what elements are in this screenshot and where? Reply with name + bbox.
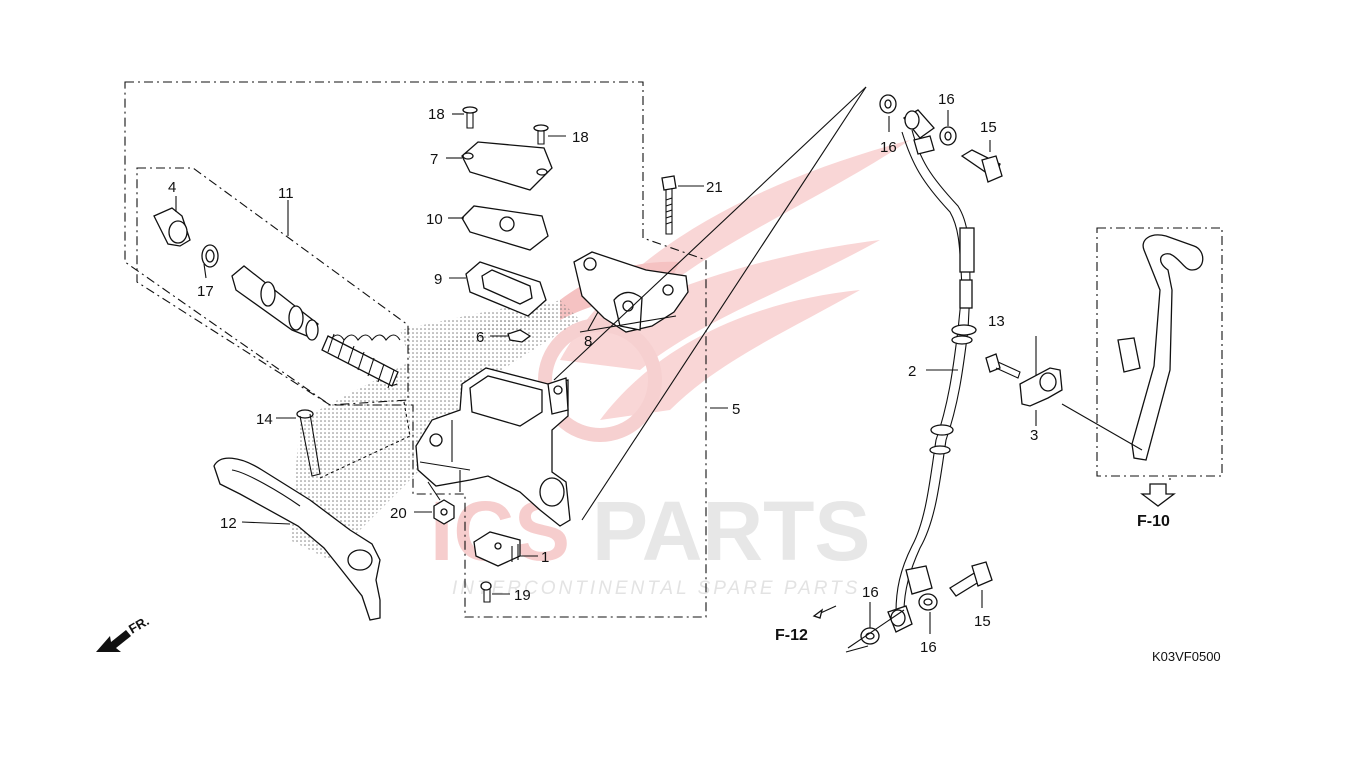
part-spring (321, 333, 401, 389)
callout-7: 7 (430, 151, 438, 168)
callout-10: 10 (426, 211, 443, 228)
front-direction-label: FR. (126, 613, 152, 636)
assembly-box-11 (136, 167, 409, 406)
part-oil-bolt-15a (960, 149, 1003, 183)
callout-14: 14 (256, 411, 273, 428)
callout-8: 8 (584, 333, 592, 350)
watermark-tagline: INTERCONTINENTAL SPARE PARTS (452, 578, 860, 599)
diagram-code: K03VF0500 (1152, 649, 1221, 664)
callout-labels: 4 17 11 18 18 7 10 9 6 8 21 5 14 20 12 1… (168, 91, 1038, 656)
callout-15a: 15 (980, 119, 997, 136)
part-reservoir-cap (461, 141, 553, 191)
callout-18a: 18 (428, 106, 445, 123)
callout-19: 19 (514, 587, 531, 604)
watermark-brand-suffix: PARTS (592, 484, 870, 578)
callout-15b: 15 (974, 613, 991, 630)
part-banjo-upper (903, 109, 935, 139)
part-float (507, 329, 532, 343)
callout-6: 6 (476, 329, 484, 346)
part-master-cylinder-body (415, 367, 571, 527)
callout-21: 21 (706, 179, 723, 196)
part-brake-lever (213, 457, 381, 621)
callout-13: 13 (988, 313, 1005, 330)
callout-4: 4 (168, 179, 176, 196)
part-bolt-21 (661, 175, 677, 235)
callout-9: 9 (434, 271, 442, 288)
part-bolt-13 (985, 353, 1021, 379)
part-snap-ring (201, 244, 219, 268)
callout-3: 3 (1030, 427, 1038, 444)
part-diaphragm (465, 261, 547, 317)
part-screw-18b (533, 124, 549, 145)
callout-2: 2 (908, 363, 916, 380)
part-washer-16b (939, 126, 957, 146)
part-banjo-lower (887, 605, 913, 633)
part-boot (153, 207, 191, 247)
part-hose-bracket (1117, 234, 1204, 461)
callout-1: 1 (541, 549, 549, 566)
part-screw-18a (462, 106, 478, 129)
callout-11: 11 (278, 185, 294, 202)
part-pivot-bolt (296, 409, 321, 477)
reference-f10: F-10 (1137, 513, 1170, 530)
part-washer-16c (860, 627, 880, 645)
callout-16d: 16 (920, 639, 937, 656)
leader-lines (175, 86, 1171, 653)
assembly-box-5 (124, 81, 707, 618)
callout-16b: 16 (938, 91, 955, 108)
callout-17: 17 (197, 283, 214, 300)
bracket-box-f10 (1096, 227, 1223, 477)
part-nut-20 (433, 499, 455, 525)
callout-12: 12 (220, 515, 237, 532)
part-washer-16a (879, 94, 897, 114)
part-washer-16d (918, 593, 938, 611)
part-piston (231, 265, 319, 341)
callout-16c: 16 (862, 584, 879, 601)
part-oil-bolt-15b (949, 561, 993, 597)
callout-16a: 16 (880, 139, 897, 156)
part-diaphragm-plate (461, 205, 549, 251)
part-brake-hose (895, 129, 977, 613)
callout-5: 5 (732, 401, 740, 418)
part-screw-19 (480, 581, 492, 603)
callout-18b: 18 (572, 129, 589, 146)
ref-arrow-down-icon (1140, 483, 1176, 507)
callout-20: 20 (390, 505, 407, 522)
part-hose-clamp (1019, 367, 1063, 407)
front-direction-arrow-icon: FR. (96, 613, 152, 652)
reference-f12: F-12 (775, 627, 808, 644)
